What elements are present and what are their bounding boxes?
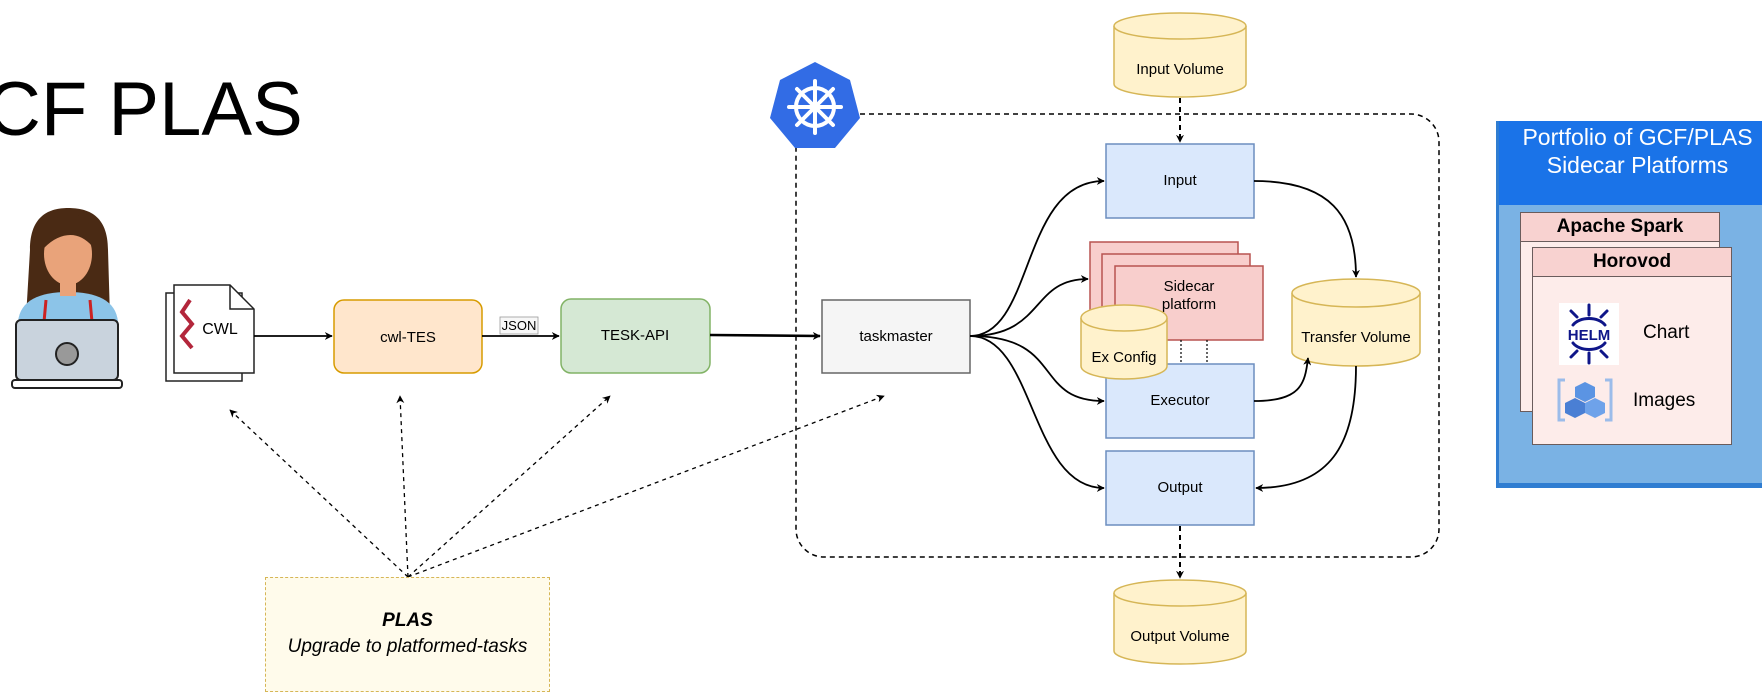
json-label-box — [499, 316, 539, 335]
arrow-input-to-transfer-volume — [1253, 180, 1360, 278]
portfolio-header: Portfolio of GCF/PLAS Sidecar Platforms — [1499, 121, 1762, 205]
document-stack-icon — [165, 284, 255, 382]
kubernetes-helm-wheel-icon — [770, 62, 860, 148]
sidecar-label-line1: Sidecar — [1164, 278, 1215, 295]
input-box — [1105, 143, 1255, 219]
cwl-tes-label: cwl-TES — [380, 329, 436, 346]
portfolio-title-line1: Portfolio of GCF/PLAS — [1522, 124, 1753, 150]
arrow-executor-to-transfer-volume — [1253, 357, 1312, 402]
plas-note-title: PLAS — [382, 610, 433, 631]
card-horovod-title: Horovod — [1533, 248, 1731, 277]
portfolio-title-line2: Sidecar Platforms — [1546, 152, 1729, 178]
input-volume-label: Input Volume — [1136, 61, 1224, 78]
output-box — [1105, 450, 1255, 526]
arrow-taskmaster-to-executor — [969, 335, 1105, 405]
chart-label: Chart — [1643, 322, 1690, 343]
plas-note-box: PLAS Upgrade to platformed-tasks — [265, 577, 550, 692]
tesk-api-label: TESK-API — [601, 327, 669, 344]
person-at-laptop-icon — [11, 208, 123, 389]
arrow-taskmaster-to-input — [969, 177, 1105, 337]
card-apache-spark-title: Apache Spark — [1521, 213, 1719, 242]
sidecar-platform-stack — [1089, 241, 1264, 341]
plas-note-subtitle: Upgrade to platformed-tasks — [287, 636, 528, 657]
taskmaster-label: taskmaster — [859, 328, 932, 345]
cwl-label: CWL — [202, 321, 238, 338]
plas-arrow-to-tesk-api — [407, 395, 611, 578]
arrow-transfer-volume-to-output — [1255, 365, 1357, 492]
helm-logo-icon: HELM — [1559, 303, 1619, 365]
transfer-volume-label: Transfer Volume — [1301, 329, 1411, 346]
plas-arrow-to-taskmaster — [407, 394, 885, 578]
card-horovod: Horovod HELM Chart — [1532, 247, 1732, 445]
cwl-logo-icon — [179, 298, 195, 350]
ex-config-label: Ex Config — [1091, 349, 1156, 366]
plas-arrow-to-cwl-tes — [396, 395, 409, 578]
output-volume-label: Output Volume — [1130, 628, 1229, 645]
taskmaster-box — [821, 299, 971, 374]
input-label: Input — [1163, 172, 1197, 189]
arrow-taskmaster-to-output — [969, 335, 1105, 492]
helm-logo-text: HELM — [1568, 327, 1611, 344]
portfolio-panel: Portfolio of GCF/PLAS Sidecar Platforms … — [1496, 121, 1762, 488]
sidecar-label-line2: platform — [1162, 296, 1216, 313]
container-images-icon — [1555, 372, 1615, 428]
plas-arrow-to-cwl — [229, 409, 409, 578]
ex-config-cylinder — [1080, 304, 1168, 380]
output-label: Output — [1157, 479, 1203, 496]
json-label: JSON — [502, 318, 537, 333]
arrow-tesk-to-taskmaster — [709, 331, 821, 340]
transfer-volume-cylinder — [1291, 278, 1421, 367]
images-label: Images — [1633, 390, 1696, 411]
executor-label: Executor — [1150, 392, 1209, 409]
arrow-taskmaster-to-sidecar — [969, 275, 1089, 337]
slide-title: CF PLAS — [0, 67, 303, 152]
output-volume-cylinder — [1113, 579, 1247, 665]
input-volume-cylinder — [1113, 12, 1247, 98]
